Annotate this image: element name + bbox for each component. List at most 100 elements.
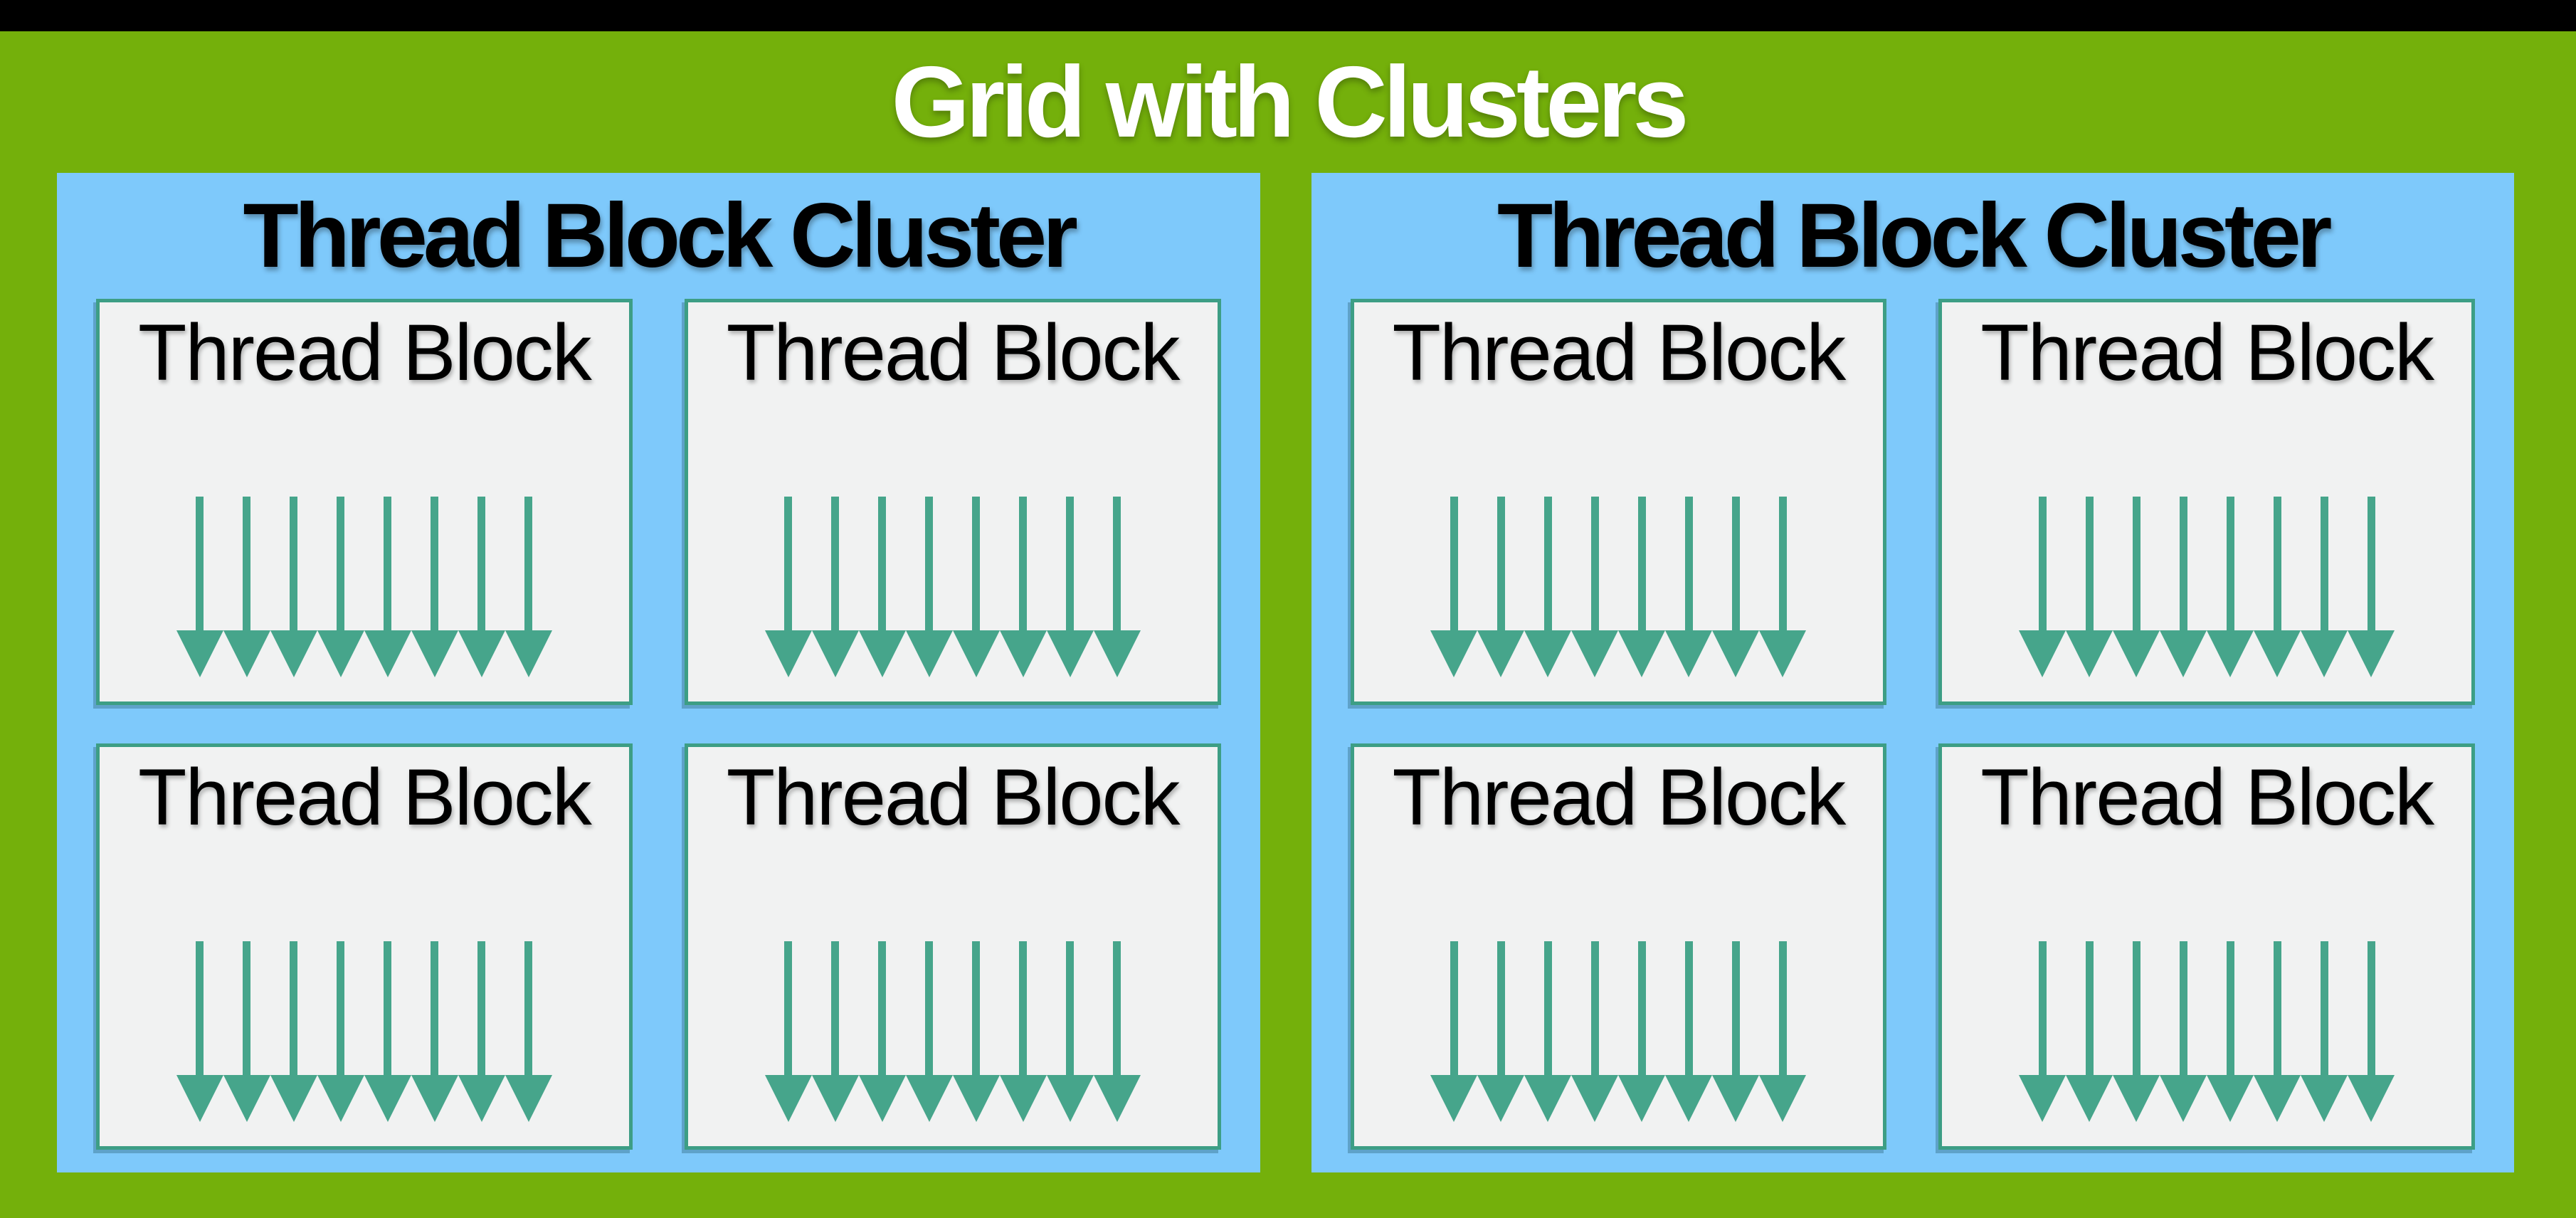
down-arrow-stem [972, 941, 981, 1075]
down-arrow-stem [196, 497, 204, 630]
thread-arrows-group [2019, 497, 2395, 677]
down-arrow-icon [1665, 497, 1713, 677]
down-arrow-icon [1093, 497, 1141, 677]
down-arrow-icon [1477, 941, 1525, 1122]
down-arrow-icon [999, 497, 1047, 677]
down-arrow-stem [2320, 941, 2328, 1075]
down-arrow-icon [2348, 497, 2395, 677]
down-arrow-head [2066, 630, 2113, 677]
down-arrow-head [1046, 630, 1094, 677]
down-arrow-icon [811, 497, 859, 677]
down-arrow-icon [2254, 941, 2301, 1122]
down-arrow-head [811, 1075, 859, 1122]
down-arrow-head [1571, 1075, 1619, 1122]
down-arrow-icon [2301, 497, 2348, 677]
down-arrow-icon [1712, 941, 1760, 1122]
down-arrow-stem [2273, 941, 2281, 1075]
down-arrow-icon [1093, 941, 1141, 1122]
down-arrow-stem [1731, 497, 1740, 630]
thread-block-cluster-left: Thread Block Cluster Thread Block Thread… [57, 173, 1260, 1172]
down-arrow-stem [1637, 941, 1646, 1075]
down-arrow-head [1712, 1075, 1760, 1122]
down-arrow-head [223, 1075, 270, 1122]
thread-block: Thread Block [96, 299, 633, 705]
down-arrow-icon [952, 941, 1000, 1122]
down-arrow-icon [317, 497, 364, 677]
down-arrow-head [905, 630, 953, 677]
down-arrow-stem [2085, 497, 2094, 630]
down-arrow-stem [972, 497, 981, 630]
down-arrow-icon [1524, 497, 1572, 677]
thread-block: Thread Block [1350, 743, 1887, 1150]
down-arrow-stem [477, 941, 486, 1075]
down-arrow-icon [411, 941, 458, 1122]
down-arrow-head [458, 630, 505, 677]
down-arrow-head [411, 1075, 458, 1122]
thread-block-grid: Thread Block Thread Block Thread Block T… [96, 299, 1221, 1150]
down-arrow-icon [1477, 497, 1525, 677]
down-arrow-stem [243, 497, 251, 630]
down-arrow-head [411, 630, 458, 677]
down-arrow-icon [2019, 497, 2066, 677]
down-arrow-stem [1019, 941, 1028, 1075]
down-arrow-head [1571, 630, 1619, 677]
thread-block: Thread Block [684, 743, 1221, 1150]
down-arrow-icon [505, 941, 552, 1122]
down-arrow-head [1046, 1075, 1094, 1122]
down-arrow-stem [1684, 497, 1693, 630]
down-arrow-head [858, 1075, 906, 1122]
down-arrow-head [2348, 1075, 2395, 1122]
thread-arrows-group [1430, 941, 1807, 1122]
thread-block-label: Thread Block [726, 308, 1181, 397]
down-arrow-icon [905, 941, 953, 1122]
down-arrow-stem [1066, 497, 1075, 630]
down-arrow-head [1618, 630, 1666, 677]
down-arrow-stem [1778, 941, 1787, 1075]
down-arrow-stem [431, 497, 439, 630]
down-arrow-head [1477, 630, 1525, 677]
thread-block-label: Thread Block [1392, 753, 1846, 842]
down-arrow-icon [2066, 941, 2113, 1122]
thread-block: Thread Block [1350, 299, 1887, 705]
down-arrow-icon [2113, 497, 2160, 677]
down-arrow-head [1430, 630, 1478, 677]
down-arrow-stem [196, 941, 204, 1075]
down-arrow-icon [2207, 941, 2254, 1122]
down-arrow-head [905, 1075, 953, 1122]
down-arrow-stem [1066, 941, 1075, 1075]
down-arrow-stem [290, 497, 298, 630]
down-arrow-stem [2226, 497, 2234, 630]
down-arrow-stem [1450, 941, 1458, 1075]
down-arrow-head [2207, 1075, 2254, 1122]
down-arrow-head [2207, 630, 2254, 677]
down-arrow-icon [811, 941, 859, 1122]
down-arrow-stem [384, 941, 392, 1075]
down-arrow-icon [1571, 941, 1619, 1122]
down-arrow-icon [2160, 941, 2207, 1122]
down-arrow-head [1093, 630, 1141, 677]
down-arrow-stem [831, 941, 840, 1075]
down-arrow-icon [1430, 497, 1478, 677]
diagram-title: Grid with Clusters [891, 45, 1689, 159]
down-arrow-head [176, 1075, 223, 1122]
down-arrow-icon [999, 941, 1047, 1122]
down-arrow-stem [1450, 497, 1458, 630]
down-arrow-icon [364, 497, 411, 677]
down-arrow-head [952, 630, 1000, 677]
down-arrow-head [999, 630, 1047, 677]
down-arrow-head [2301, 1075, 2348, 1122]
down-arrow-head [2160, 1075, 2207, 1122]
thread-block-label: Thread Block [726, 753, 1181, 842]
down-arrow-stem [1731, 941, 1740, 1075]
down-arrow-icon [905, 497, 953, 677]
down-arrow-head [317, 1075, 364, 1122]
down-arrow-head [1712, 630, 1760, 677]
thread-block: Thread Block [96, 743, 633, 1150]
down-arrow-head [270, 630, 317, 677]
down-arrow-head [1477, 1075, 1525, 1122]
thread-block: Thread Block [684, 299, 1221, 705]
down-arrow-icon [2348, 941, 2395, 1122]
down-arrow-stem [477, 497, 486, 630]
down-arrow-stem [925, 941, 934, 1075]
down-arrow-icon [1618, 497, 1666, 677]
